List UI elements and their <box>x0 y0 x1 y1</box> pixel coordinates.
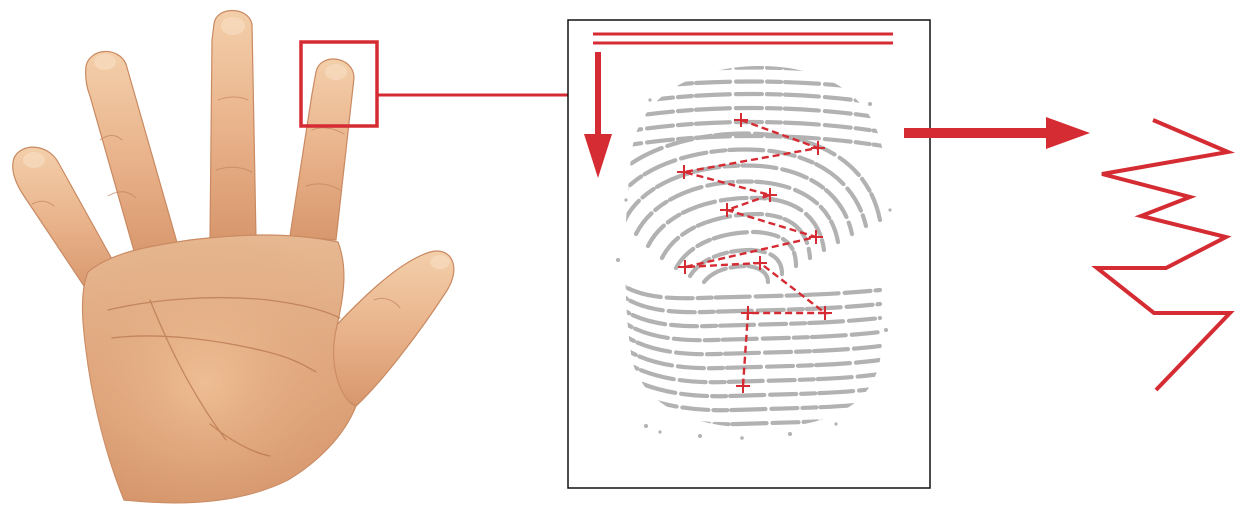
palm-shading <box>83 235 357 503</box>
fingerprint-card <box>568 20 930 488</box>
zigzag-signal <box>1097 120 1230 390</box>
hand-image <box>13 11 454 503</box>
middle-finger <box>210 11 256 239</box>
output-arrow-icon <box>904 117 1090 149</box>
ring-finger <box>86 51 178 258</box>
